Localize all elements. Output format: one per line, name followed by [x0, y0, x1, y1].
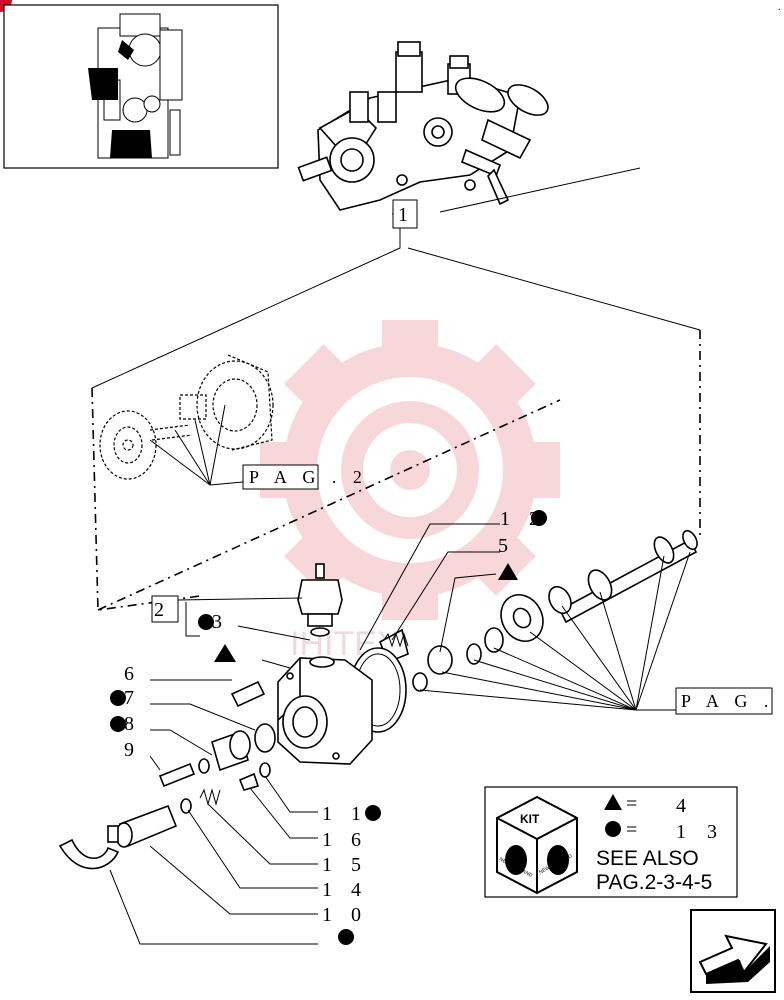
- label-12: 1 2: [500, 508, 546, 530]
- pag-ref-left: P A G . 2: [249, 467, 368, 487]
- kit-circle-eq: =: [626, 819, 645, 841]
- kit-triangle-count: 4: [676, 795, 694, 817]
- label-2: 2: [154, 599, 171, 621]
- triangle-marker-icon: [498, 563, 518, 580]
- label-10: 1 0: [322, 904, 368, 926]
- corner-dot: .: [778, 2, 781, 13]
- label-16: 1 6: [322, 829, 368, 851]
- next-page-arrow-icon: [698, 934, 770, 984]
- kit-label: KIT: [520, 812, 540, 826]
- kit-see-also-2: PAG.2-3-4-5: [596, 871, 712, 894]
- callout-box-1: [392, 199, 418, 229]
- circle-marker-icon: [110, 716, 126, 732]
- washer-14: [180, 798, 192, 814]
- label-15: 1 5: [322, 854, 368, 876]
- kit-see-also-1: SEE ALSO: [596, 847, 699, 870]
- spring-15: [199, 788, 221, 806]
- circle-marker-icon: [338, 929, 354, 945]
- circle-marker-icon: [198, 614, 214, 630]
- callout-box-2: [151, 595, 179, 623]
- highlight-pump: [88, 68, 118, 100]
- kit-circle-count: 1 3: [676, 821, 725, 843]
- connector-10: [107, 804, 178, 848]
- pag-ref-box-left: [242, 464, 319, 490]
- label-9: 9: [124, 739, 141, 761]
- kit-circle-icon: [605, 821, 621, 837]
- circle-marker-icon: [110, 690, 126, 706]
- ghosted-cam-parts: [99, 354, 274, 480]
- kit-triangle-icon: [604, 794, 622, 810]
- label-8: 8: [124, 713, 141, 735]
- label-6: 6: [124, 663, 141, 685]
- drive-shaft: [378, 529, 698, 692]
- injection-pump-assembly: [297, 41, 549, 211]
- pump-head-block: [277, 657, 373, 765]
- valve-16: [238, 772, 260, 791]
- label-7: 7: [124, 687, 141, 709]
- circle-marker-icon: [365, 805, 381, 821]
- engine-thumbnail: [3, 4, 279, 169]
- label-5: 5: [498, 535, 515, 557]
- fuel-pipe: [58, 838, 120, 870]
- triangle-marker-icon: [214, 644, 236, 662]
- part-labels: 1 2 5 2 3 6 7 8 9 1 1 1 6 1 5 1 4 1 0: [110, 508, 547, 945]
- screw-6: [230, 680, 266, 708]
- dash-axis-line: [97, 399, 561, 611]
- label-14: 1 4: [322, 879, 368, 901]
- label-1: 1: [398, 204, 415, 226]
- screw-9: [158, 762, 196, 788]
- o-ring-7: [254, 723, 276, 753]
- label-3: 3: [212, 611, 229, 633]
- delivery-valve-3: [297, 563, 343, 668]
- washer-11: [259, 762, 271, 778]
- plug-8: [211, 730, 251, 772]
- next-page-button[interactable]: [690, 909, 776, 993]
- kit-cube-icon: KIT NEW HOLLAND NEW HOLLAND: [496, 795, 578, 895]
- pag-ref-box-right: [675, 687, 773, 715]
- kit-triangle-eq: =: [626, 793, 645, 815]
- circle-marker-icon: [531, 510, 547, 526]
- leader-lines: [109, 523, 691, 945]
- pag-ref-right: P A G . 2: [681, 691, 784, 711]
- label-11: 1 1: [322, 803, 368, 825]
- kit-legend-box: KIT NEW HOLLAND NEW HOLLAND = 4 = 1 3 SE…: [484, 786, 738, 898]
